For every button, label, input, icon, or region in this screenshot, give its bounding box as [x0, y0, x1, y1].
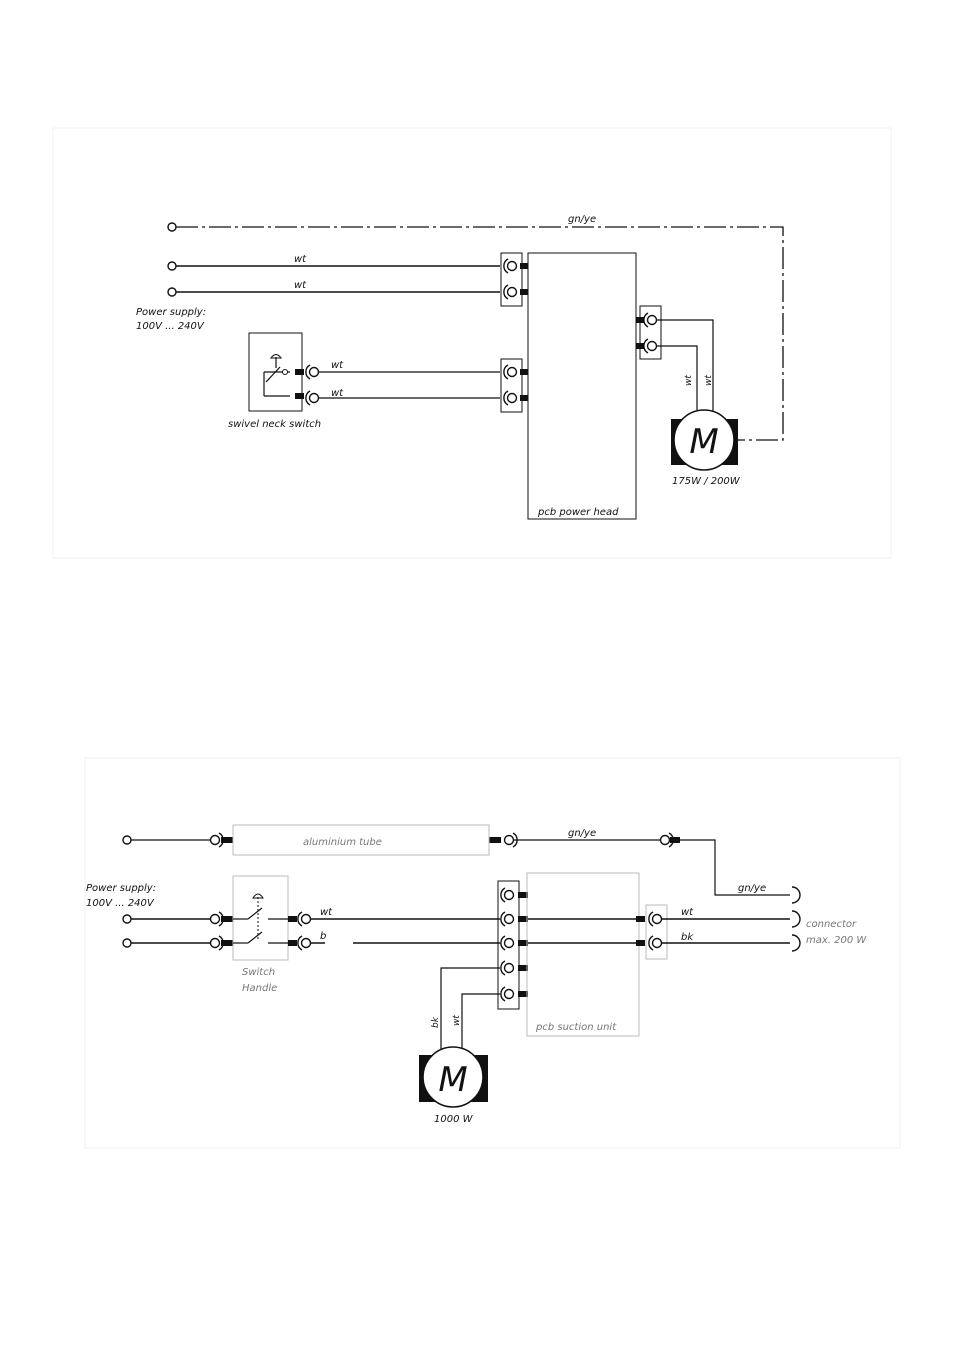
- swivel-neck-switch: [249, 333, 319, 411]
- pcb-suction-unit-label: pcb suction unit: [535, 1022, 617, 1033]
- motor-1-rating: 175W / 200W: [672, 476, 741, 487]
- wt-label-1: wt: [294, 254, 307, 265]
- motor-2-symbol: M: [438, 1060, 467, 1100]
- pcb-input-connector: [501, 253, 528, 306]
- diagram-1: gn/ye wt wt Power supply: 100V ... 240V …: [53, 128, 891, 558]
- motor-wire-1: [657, 320, 713, 419]
- switch-wt-label-1: wt: [331, 360, 344, 371]
- motor-wt-label-1: wt: [684, 375, 694, 386]
- connector-rating: max. 200 W: [806, 935, 867, 946]
- pcb-power-head: [528, 253, 636, 519]
- external-connector: [792, 887, 800, 951]
- pcb-switch-connector: [501, 359, 528, 412]
- motor-2-rating: 1000 W: [434, 1114, 474, 1125]
- motor-bk-label: bk: [431, 1016, 441, 1028]
- earth-wire-1: [168, 223, 783, 440]
- switch-wt-label-2: wt: [331, 388, 344, 399]
- aluminium-tube-label: aluminium tube: [303, 837, 382, 848]
- supply-wire-n: [168, 288, 500, 296]
- gnye-label-connector: gn/ye: [738, 883, 766, 894]
- supply-wires-2: [123, 912, 233, 950]
- diagram-2: aluminium tube gn/ye gn/ye Power supply:…: [85, 758, 900, 1148]
- handle-b-label: b: [320, 931, 326, 942]
- handle-wt-label: wt: [320, 907, 333, 918]
- diagram-2-frame: [85, 758, 900, 1148]
- switch-handle-label-2: Handle: [242, 983, 277, 994]
- diagram-1-frame: [53, 128, 891, 558]
- motor-wt-label: wt: [452, 1015, 462, 1026]
- power-supply-voltage-2: 100V ... 240V: [86, 898, 155, 909]
- power-supply-label-1: Power supply:: [136, 307, 206, 318]
- supply-wire-l: [168, 262, 500, 270]
- power-supply-voltage-1: 100V ... 240V: [136, 321, 205, 332]
- wt-label-2: wt: [294, 280, 307, 291]
- pcb-output-connector: [636, 905, 667, 959]
- output-wt-label: wt: [681, 907, 694, 918]
- motor-1-symbol: M: [689, 422, 718, 462]
- pcb-suction-unit: [527, 873, 639, 1036]
- motor-wire-wt: [462, 994, 500, 1055]
- switch-handle: [233, 876, 311, 960]
- pcb-power-head-label: pcb power head: [537, 507, 619, 518]
- swivel-neck-switch-label: swivel neck switch: [228, 419, 321, 430]
- power-supply-label-2: Power supply:: [86, 883, 156, 894]
- motor-wire-bk: [441, 968, 500, 1055]
- pcb-motor-connector: [636, 306, 661, 359]
- earth-path-2: [123, 833, 790, 895]
- motor-wt-label-2: wt: [704, 375, 714, 386]
- gnye-label: gn/ye: [568, 214, 596, 225]
- connector-label: connector: [806, 919, 857, 930]
- switch-handle-label-1: Switch: [242, 967, 275, 978]
- gnye-label-top: gn/ye: [568, 828, 596, 839]
- pcb-suction-connector: [498, 881, 528, 1009]
- output-bk-label: bk: [681, 932, 694, 943]
